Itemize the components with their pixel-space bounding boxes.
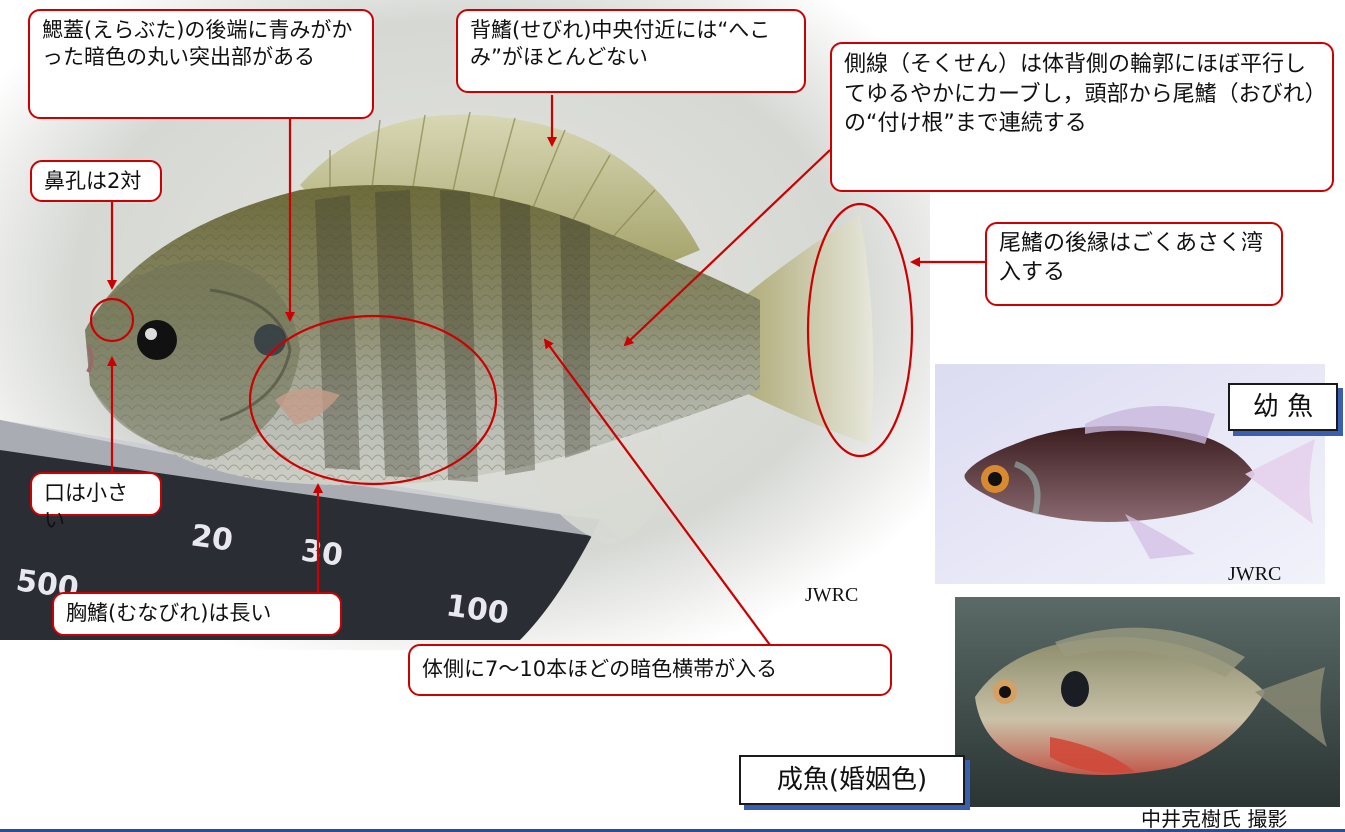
pectoral-ring xyxy=(248,314,498,486)
nostril-ring xyxy=(89,297,135,343)
dorsal-callout: 背鰭(せびれ)中央付近には“へこみ”がほとんどない xyxy=(456,9,806,93)
nostril-callout: 鼻孔は2対 xyxy=(30,160,162,202)
bands-arrow xyxy=(543,338,771,646)
ruler-number: 100 xyxy=(444,588,511,631)
adult-label: 成魚(婚姻色) xyxy=(739,755,965,805)
tail-ring xyxy=(806,202,914,458)
lateral-line-callout: 側線（そくせん）は体背側の輪郭にほぼ平行してゆるやかにカーブし，頭部から尾鰭（お… xyxy=(830,42,1334,192)
adult-fish-photo xyxy=(955,597,1340,807)
pectoral-callout: 胸鰭(むなびれ)は長い xyxy=(52,592,342,636)
ruler-number: 20 xyxy=(189,518,235,558)
mouth-callout: 口は小さい xyxy=(30,472,162,532)
tail-callout: 尾鰭の後縁はごくあさく湾入する xyxy=(985,222,1283,306)
bottom-accent-bar xyxy=(0,829,1345,832)
main-fish-photo: 20 30 500 100 xyxy=(0,0,930,650)
lateral-arrow xyxy=(623,149,831,347)
juvenile-photo-credit: JWRC xyxy=(1228,563,1282,585)
main-photo-credit: JWRC xyxy=(805,584,859,606)
photographer-credit: 中井克樹氏 撮影 xyxy=(1141,807,1288,831)
gill-callout: 鰓蓋(えらぶた)の後端に青みがかった暗色の丸い突出部がある xyxy=(28,9,374,119)
juvenile-fish-photo xyxy=(935,364,1325,584)
juvenile-label: 幼 魚 xyxy=(1228,383,1338,431)
ruler-number: 30 xyxy=(299,533,345,573)
bands-callout: 体側に7〜10本ほどの暗色横帯が入る xyxy=(408,644,892,696)
